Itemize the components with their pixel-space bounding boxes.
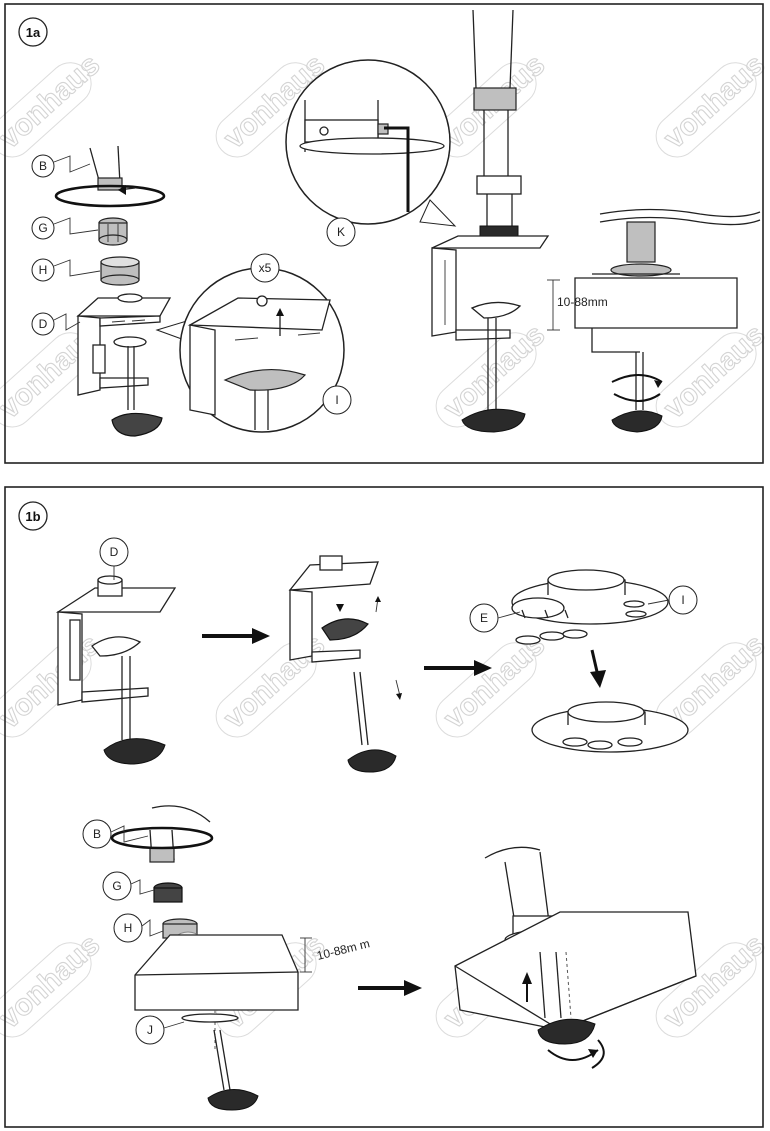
callout-label: D bbox=[39, 317, 48, 331]
step-label: 1b bbox=[25, 509, 40, 524]
callout-label: H bbox=[39, 263, 48, 277]
desk-installed bbox=[454, 846, 697, 1069]
callout-label: E bbox=[480, 611, 488, 625]
step-label: 1a bbox=[26, 25, 41, 40]
callout-label: J bbox=[147, 1023, 153, 1037]
dimension-label: 10-88m m bbox=[315, 936, 371, 963]
watermark: vonhaus bbox=[0, 48, 106, 155]
callout-label: D bbox=[110, 545, 119, 559]
watermark: vonhaus bbox=[0, 628, 106, 735]
watermark: vonhaus bbox=[218, 628, 332, 735]
flow-arrow-head bbox=[252, 628, 270, 644]
watermark: vonhaus bbox=[658, 48, 770, 155]
panel-1b: 1b D bbox=[4, 486, 764, 1128]
panel-1a-frame bbox=[4, 3, 764, 464]
callout-label: I bbox=[681, 593, 684, 607]
assembled-clamp bbox=[431, 9, 550, 433]
desk-clamp-installed: 10-88mm bbox=[547, 208, 761, 433]
detail-zoom-i: x5 I bbox=[155, 253, 352, 433]
dimension-label: 10-88mm bbox=[557, 295, 608, 309]
step-badge-1a: 1a bbox=[18, 17, 48, 47]
pole-b-part bbox=[54, 145, 166, 208]
clamp-d-part bbox=[76, 293, 172, 437]
panel-1a: 1a bbox=[4, 3, 764, 464]
callout-h: H bbox=[31, 258, 101, 282]
callout-label: I bbox=[335, 393, 338, 407]
callout-d: D bbox=[31, 312, 81, 336]
step-badge-1b: 1b bbox=[18, 501, 48, 531]
watermark: vonhaus bbox=[0, 928, 106, 1035]
callout-label: H bbox=[124, 921, 133, 935]
callout-b: B bbox=[31, 154, 91, 178]
watermark: vonhaus bbox=[438, 628, 552, 735]
detail-zoom-k: K bbox=[285, 59, 457, 247]
callout-label: K bbox=[337, 225, 345, 239]
flow-arrow-head bbox=[404, 980, 422, 996]
desk-exploded: 10-88m m B G H J bbox=[82, 805, 371, 1111]
clamp-disassembled bbox=[288, 555, 402, 773]
callout-label: B bbox=[39, 159, 47, 173]
callout-label: G bbox=[112, 879, 121, 893]
nut-g-part bbox=[98, 217, 128, 246]
multiplier-label: x5 bbox=[259, 261, 272, 275]
watermark: vonhaus bbox=[658, 318, 770, 425]
panel-1b-frame bbox=[4, 486, 764, 1128]
flow-arrow-head bbox=[474, 660, 492, 676]
top-plate-exploded: E I bbox=[469, 569, 698, 753]
ring-h-part bbox=[100, 256, 140, 286]
callout-label: B bbox=[93, 827, 101, 841]
clamp-d-full: D bbox=[55, 537, 177, 765]
callout-label: G bbox=[38, 221, 47, 235]
callout-g: G bbox=[31, 216, 99, 240]
